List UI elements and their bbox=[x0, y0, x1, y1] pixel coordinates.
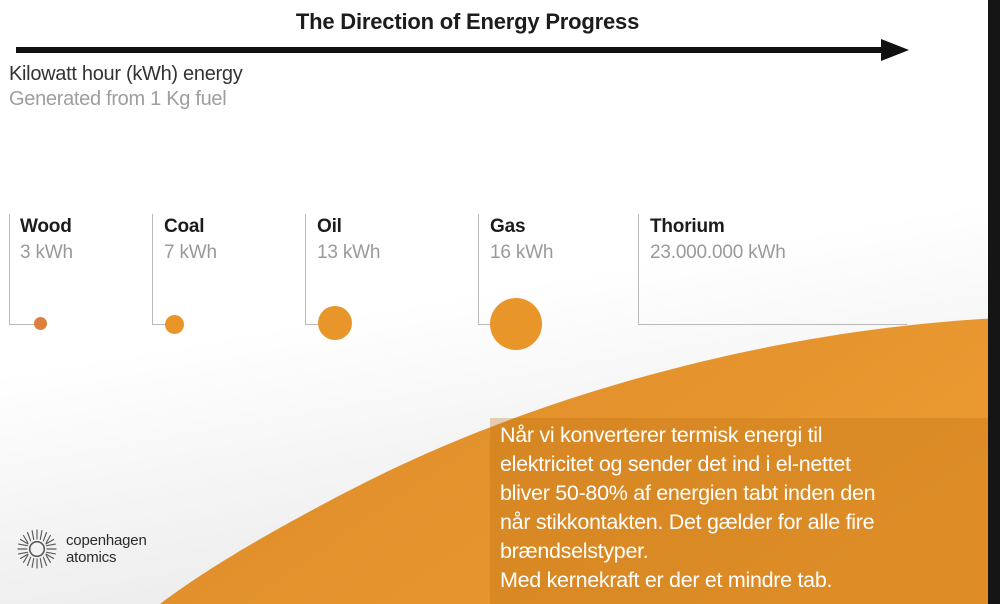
bracket-thorium bbox=[638, 214, 907, 325]
fuel-label-thorium: Thorium bbox=[650, 216, 725, 237]
caption-text: Når vi konverterer termisk energi til el… bbox=[500, 421, 990, 595]
brand-logo-line-2: atomics bbox=[66, 549, 117, 566]
fuel-value-coal: 7 kWh bbox=[164, 242, 217, 263]
caption-line-3: bliver 50-80% af energien tabt inden den bbox=[500, 481, 876, 505]
fuel-label-gas: Gas bbox=[490, 216, 526, 237]
caption-line-2: elektricitet og sender det ind i el-nett… bbox=[500, 452, 851, 476]
bracket-oil bbox=[305, 214, 320, 325]
sunburst-atom-icon bbox=[17, 529, 57, 569]
brand-logo: copenhagen atomics bbox=[16, 528, 147, 570]
fuel-label-oil: Oil bbox=[317, 216, 342, 237]
fuel-label-coal: Coal bbox=[164, 216, 205, 237]
brand-logo-text: copenhagen atomics bbox=[66, 532, 147, 566]
wood-energy-circle bbox=[34, 317, 47, 330]
caption-line-1: Når vi konverterer termisk energi til bbox=[500, 423, 823, 447]
bracket-wood bbox=[9, 214, 40, 325]
gas-energy-circle bbox=[490, 298, 542, 350]
fuel-value-gas: 16 kWh bbox=[490, 242, 554, 263]
page-title: The Direction of Energy Progress bbox=[295, 9, 640, 34]
fuel-value-oil: 13 kWh bbox=[317, 242, 381, 263]
caption-line-4: når stikkontakten. Det gælder for alle f… bbox=[500, 510, 875, 534]
right-arrow-icon bbox=[16, 39, 909, 61]
fuel-value-thorium: 23.000.000 kWh bbox=[650, 242, 786, 263]
caption-overlay-panel bbox=[490, 418, 988, 604]
right-edge-strip bbox=[988, 0, 1000, 604]
fuel-value-wood: 3 kWh bbox=[20, 242, 73, 263]
fuel-label-wood: Wood bbox=[20, 216, 72, 237]
subtitle-secondary: Generated from 1 Kg fuel bbox=[9, 88, 227, 110]
subtitle-primary: Kilowatt hour (kWh) energy bbox=[9, 63, 243, 85]
coal-energy-circle bbox=[165, 315, 184, 334]
bracket-gas bbox=[478, 214, 493, 325]
caption-line-5: brændselstyper. bbox=[500, 539, 649, 563]
brand-logo-line-1: copenhagen bbox=[66, 532, 147, 549]
oil-energy-circle bbox=[318, 306, 352, 340]
bracket-coal bbox=[152, 214, 169, 325]
caption-line-6: Med kernekraft er der et mindre tab. bbox=[500, 568, 833, 592]
